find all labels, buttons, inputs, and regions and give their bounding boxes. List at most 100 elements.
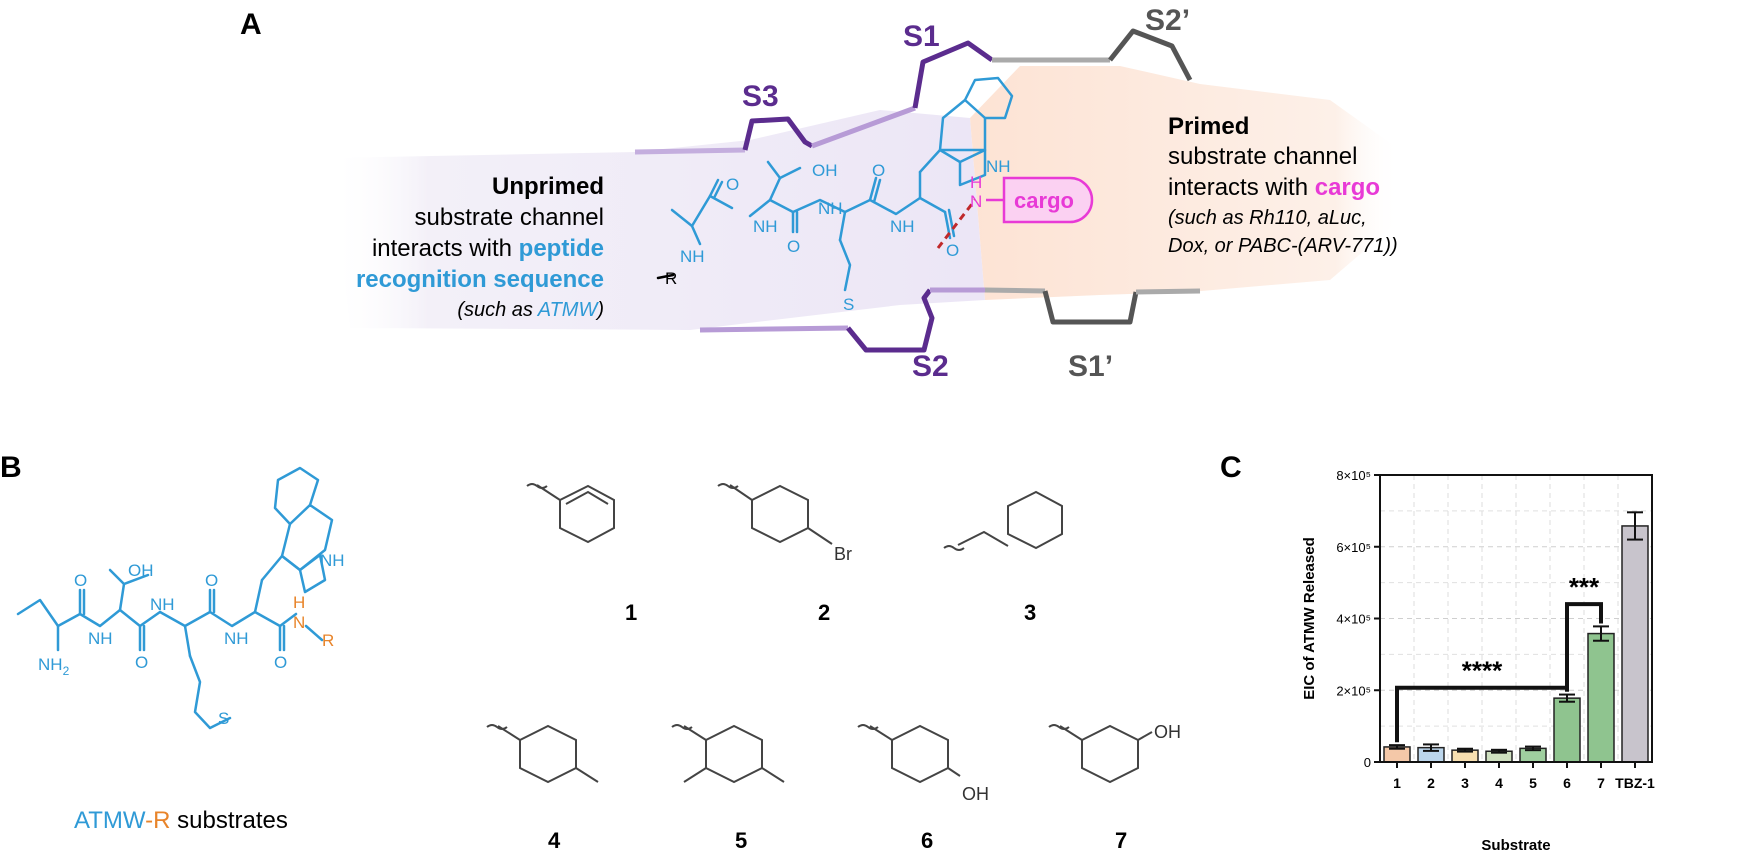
compound-label-2: 2 [818,600,830,625]
unprimed-description: Unprimed substrate channel interacts wit… [356,173,604,321]
svg-text:O: O [726,175,739,194]
svg-text:NH: NH [753,217,778,236]
svg-text:O: O [787,237,800,256]
svg-text:NH: NH [986,157,1011,176]
x-tick-label: 2 [1427,775,1435,791]
x-tick-label: 5 [1529,775,1537,791]
pocket-s1-label: S1 [903,20,940,53]
svg-text:Br: Br [834,544,852,564]
significance-label: **** [1462,656,1503,686]
primed-description: Primed substrate channel interacts with … [1168,113,1398,257]
x-tick-label: 1 [1393,775,1401,791]
svg-text:O: O [74,571,87,590]
compound-label-4: 4 [548,828,561,853]
nh2-label: NH2 [38,655,70,678]
svg-text:O: O [135,653,148,672]
svg-text:OH: OH [128,561,154,580]
svg-text:R: R [665,269,677,288]
svg-text:O: O [872,161,885,180]
svg-text:NH: NH [320,551,345,570]
svg-text:N: N [293,613,305,632]
primed-line-1: substrate channel [1168,143,1357,170]
peptide-atoms-b: OH O NH O NH O NH O S NH NH2 H N R [38,551,345,728]
primed-title: Primed [1168,113,1249,140]
unprimed-channel [330,110,985,330]
primed-note-2: Dox, or PABC-(ARV-771)) [1168,235,1398,257]
svg-text:O: O [205,571,218,590]
panel-c-label: C [1220,451,1242,484]
unprimed-note: (such as ATMW) [457,299,604,321]
svg-text:OH: OH [962,784,989,804]
svg-text:R: R [322,631,334,650]
compound-label-7: 7 [1115,828,1127,853]
compound-6: OH 6 [857,724,989,853]
bar [1553,697,1581,763]
unprimed-title: Unprimed [492,173,604,200]
svg-text:O: O [946,241,959,260]
compound-label-6: 6 [921,828,933,853]
bar [1621,525,1649,763]
compound-5: 5 [671,724,785,853]
svg-text:H: H [293,593,305,612]
svg-text:S: S [843,295,854,314]
x-tick-label: 4 [1495,775,1503,791]
cargo-label: cargo [1014,188,1074,213]
panel-b: B [0,451,1181,853]
panel-b-label: B [0,451,22,484]
bar-chart: 0 2×10⁵ 4×10⁵ 6×10⁵ 8×10⁵ 1 2 3 4 5 6 7 TBZ-1Substra… [1301,468,1655,854]
svg-text:NH: NH [680,247,705,266]
compound-1: 1 [526,483,637,625]
cleavage-site [936,199,977,249]
unprimed-line-2: interacts with peptide [372,235,604,262]
x-tick-label: 6 [1563,775,1571,791]
primed-line-2: interacts with cargo [1168,174,1380,201]
pocket-s2p-label: S2’ [1145,4,1190,37]
unprimed-line-3: recognition sequence [356,266,604,293]
svg-text:S: S [218,709,229,728]
svg-text:OH: OH [1154,722,1181,742]
bar [1587,632,1615,763]
substrates-caption: ATMW-R substrates [74,807,288,834]
y-tick-label: 2×10⁵ [1336,683,1371,698]
svg-text:O: O [274,653,287,672]
compound-label-3: 3 [1024,600,1036,625]
primed-note-1: (such as Rh110, aLuc, [1168,207,1367,229]
unprimed-line-1: substrate channel [415,204,604,231]
pocket-outline-bottom-unprimed [699,287,985,353]
y-tick-label: 0 [1364,755,1371,770]
pocket-outline-top-primed [992,28,1193,82]
peptide-atoms-a: OH O NH O NH O NH O S NH NH R [665,157,1011,314]
primed-channel [970,66,1400,300]
x-tick-label: 7 [1597,775,1605,791]
x-axis-title: Substrate [1481,837,1550,854]
compound-label-1: 1 [625,600,637,625]
svg-text:NH: NH [224,629,249,648]
compound-label-5: 5 [735,828,747,853]
svg-text:NH: NH [88,629,113,648]
pocket-s2-label: S2 [912,350,949,383]
svg-text:NH: NH [150,595,175,614]
significance-bracket [1565,602,1603,692]
svg-text:OH: OH [812,161,838,180]
y-tick-label: 4×10⁵ [1336,612,1371,627]
x-tick-label: TBZ-1 [1615,775,1655,791]
panel-a: A S3 S1 S2’ S2 S1’ [240,4,1400,383]
svg-text:NH: NH [818,199,843,218]
pocket-outline-bottom-primed [984,287,1201,325]
y-tick-label: 8×10⁵ [1336,468,1371,483]
cargo-moiety: H N cargo [970,173,1094,224]
svg-text:H: H [970,173,982,192]
x-tick-label: 3 [1461,775,1469,791]
compound-4: 4 [486,724,599,853]
compound-7: OH 7 [1048,722,1181,853]
svg-text:NH: NH [890,217,915,236]
pocket-s1p-label: S1’ [1068,350,1113,383]
panel-c: C 0 2×10⁵ 4×10⁵ 6×10⁵ 8×10⁵ 1 2 3 4 5 6 7 TBZ-1Subst… [1220,451,1655,854]
peptide-structure-b [16,466,334,730]
significance-label: *** [1569,572,1600,602]
y-tick-label: 6×10⁵ [1336,540,1371,555]
pocket-s3-label: S3 [742,80,779,113]
y-axis-title: EIC of ATMW Released [1301,537,1318,700]
